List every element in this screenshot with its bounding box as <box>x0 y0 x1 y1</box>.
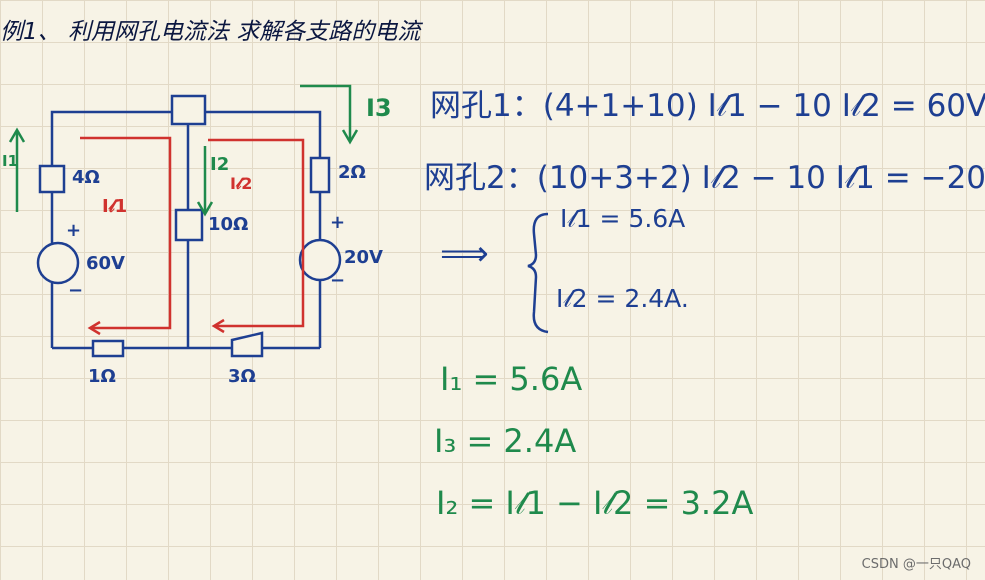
resistor-10ohm <box>174 208 204 242</box>
label-3ohm: 3Ω <box>228 366 256 387</box>
label-2ohm: 2Ω <box>338 162 366 183</box>
label-1ohm: 1Ω <box>88 366 116 387</box>
plus-sign-20v: + <box>330 212 346 233</box>
resistor-3ohm <box>230 331 264 358</box>
csdn-watermark: CSDN @一只QAQ <box>861 557 971 572</box>
label-i3: I3 <box>366 94 392 122</box>
solution-il1: I𝓁1 = 5.6A <box>560 204 686 233</box>
wire-top-left <box>50 110 172 166</box>
mesh1-equation: 网孔1：(4+1+10) I𝓁1 − 10 I𝓁2 = 60V <box>430 88 985 124</box>
wire-top-right <box>205 110 322 158</box>
resistor-4ohm <box>38 164 66 194</box>
label-20v: 20V <box>344 247 383 268</box>
solution-il2: I𝓁2 = 2.4A. <box>556 284 689 313</box>
mesh-loop-1 <box>80 136 172 330</box>
plus-sign-60v: + <box>66 220 82 241</box>
mesh-loop-2 <box>208 138 305 328</box>
result-i1: I₁ = 5.6A <box>440 360 583 398</box>
label-10ohm: 10Ω <box>208 214 249 235</box>
label-mesh-current-2: I𝓁2 <box>230 174 253 193</box>
mesh2-equation: 网孔2：(10+3+2) I𝓁2 − 10 I𝓁1 = −20 <box>424 160 985 196</box>
problem-title: 例1、 利用网孔电流法 求解各支路的电流 <box>0 19 421 45</box>
minus-sign-20v: − <box>330 270 346 291</box>
top-node-box <box>170 94 207 126</box>
implies-arrow: ⟹ <box>440 234 489 274</box>
resistor-1ohm <box>91 339 125 358</box>
voltage-source-60v <box>36 241 80 285</box>
label-mesh-current-1: I𝓁1 <box>102 196 128 217</box>
label-4ohm: 4Ω <box>72 167 100 188</box>
voltage-source-20v <box>298 238 342 282</box>
minus-sign-60v: − <box>68 280 84 301</box>
label-60v: 60V <box>86 253 125 274</box>
result-i3: I₃ = 2.4A <box>434 422 577 460</box>
label-i1: I1 <box>2 152 19 170</box>
arrow-i3 <box>300 84 352 140</box>
label-i2: I2 <box>210 154 230 175</box>
resistor-2ohm <box>309 156 331 194</box>
result-i2: I₂ = I𝓁1 − I𝓁2 = 3.2A <box>436 484 754 522</box>
